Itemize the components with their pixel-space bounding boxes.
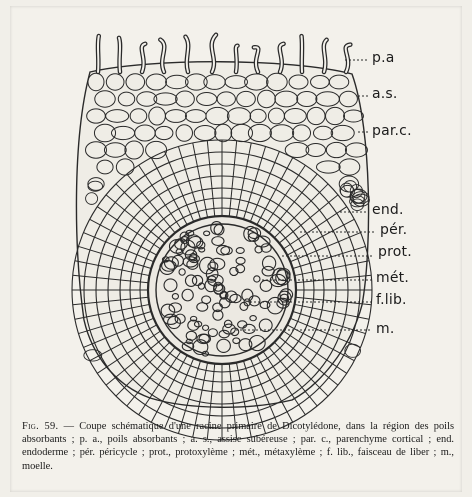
label-assise-subereuse: a.s.	[372, 86, 398, 102]
label-parenchyme-cortical: par.c.	[372, 123, 412, 139]
figure-caption: Fig. 59. — Coupe schématique d'une racin…	[22, 420, 454, 473]
root-hair-lumen	[119, 38, 120, 72]
root-hair-lumen	[302, 36, 303, 72]
root-hair-lumen	[98, 36, 99, 72]
caption-figure-number: Fig. 59.	[22, 421, 58, 432]
label-endoderme: end.	[372, 202, 404, 218]
label-moelle: m.	[376, 321, 395, 337]
label-pericycle: pér.	[380, 222, 407, 238]
label-protoxyleme: prot.	[378, 244, 412, 260]
label-faisceau-liber: f.lib.	[376, 292, 407, 308]
caption-text: — Coupe schématique d'une racine primair…	[22, 421, 454, 472]
label-metaxyleme: mét.	[376, 270, 409, 286]
label-poils-absorbants: p.a	[372, 50, 395, 66]
